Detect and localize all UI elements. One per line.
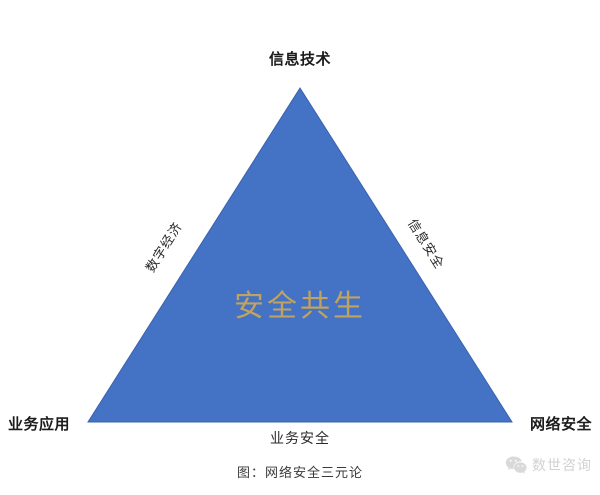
- vertex-label-network-security: 网络安全: [529, 416, 592, 433]
- vertex-label-information-technology: 信息技术: [268, 51, 331, 68]
- figure-caption: 图：网络安全三元论: [236, 465, 363, 480]
- wechat-icon: [505, 456, 527, 474]
- center-label-security-symbiosis: 安全共生: [234, 290, 366, 323]
- triangle-shape: [87, 87, 513, 423]
- watermark-label: 数世咨询: [532, 457, 592, 473]
- triangle-polygon: [87, 87, 513, 423]
- edge-label-business-security: 业务安全: [270, 430, 330, 446]
- watermark: 数世咨询: [505, 455, 592, 475]
- triangle-figure: 信息技术 业务应用 网络安全 数字经济 信息安全 业务安全 安全共生: [8, 51, 592, 446]
- vertex-label-business-application: 业务应用: [8, 416, 71, 433]
